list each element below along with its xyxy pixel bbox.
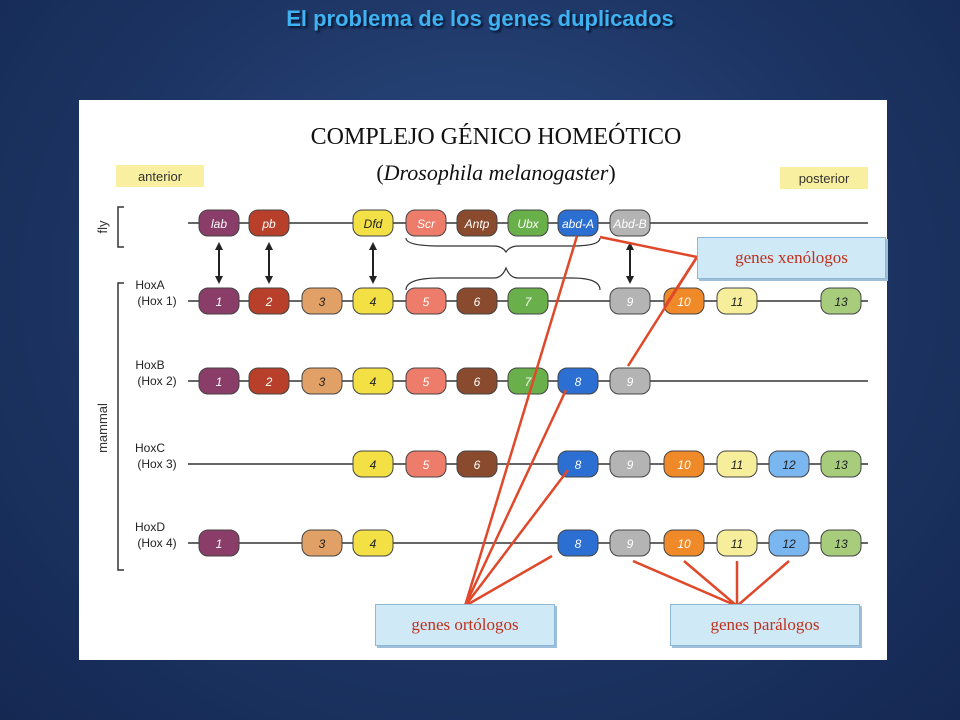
homology-arrow-down-2 — [265, 276, 273, 284]
gene-hoxc-8 — [557, 450, 599, 478]
xenologos-line-3 — [663, 256, 699, 307]
gene-hoxa-4 — [352, 287, 394, 315]
paralogos-line-2 — [683, 560, 738, 607]
fly-brace-top — [405, 237, 601, 254]
gene-hoxa-11 — [716, 287, 758, 315]
gene-hoxa-7 — [507, 287, 549, 315]
xenologos-line-1 — [599, 235, 698, 259]
cluster-alt-hoxc: (Hox 3) — [137, 457, 176, 471]
gene-hoxa-3 — [301, 287, 343, 315]
homology-arrow-down-4 — [626, 276, 634, 284]
gene-hoxd-10 — [663, 529, 705, 557]
paralogos-line-4 — [736, 560, 790, 607]
gene-hoxd-3 — [301, 529, 343, 557]
gene-hoxd-9 — [609, 529, 651, 557]
fly-gene-dfd — [352, 209, 394, 237]
cluster-name-hoxb: HoxB — [135, 358, 164, 372]
figure-subtitle: (Drosophila melanogaster) — [376, 160, 615, 185]
gene-hoxa-9 — [609, 287, 651, 315]
cluster-name-hoxd: HoxD — [135, 520, 165, 534]
gene-hoxb-3 — [301, 367, 343, 395]
fly-gene-antp — [456, 209, 498, 237]
callout-paralogos: genes parálogos — [670, 604, 860, 646]
homology-arrow-down-3 — [369, 276, 377, 284]
gene-hoxc-4 — [352, 450, 394, 478]
fly-label: fly — [95, 220, 110, 234]
gene-hoxd-4 — [352, 529, 394, 557]
cluster-alt-hoxa: (Hox 1) — [137, 294, 176, 308]
cluster-name-hoxc: HoxC — [135, 441, 165, 455]
gene-hoxb-6 — [456, 367, 498, 395]
fly-gene-abd-b — [609, 209, 651, 237]
ortologos-line-4 — [464, 554, 553, 608]
gene-hoxc-12 — [768, 450, 810, 478]
gene-hoxd-13 — [820, 529, 862, 557]
fly-gene-abd-a — [557, 209, 599, 237]
mammal-label: mammal — [95, 403, 110, 453]
gene-hoxb-5 — [405, 367, 447, 395]
gene-hoxa-5 — [405, 287, 447, 315]
homology-arrow-up-1 — [215, 242, 223, 250]
gene-hoxc-13 — [820, 450, 862, 478]
fly-gene-ubx — [507, 209, 549, 237]
fly-gene-pb — [248, 209, 290, 237]
paralogos-line-1 — [632, 559, 738, 608]
gene-hoxc-11 — [716, 450, 758, 478]
gene-hoxb-9 — [609, 367, 651, 395]
homology-arrow-up-2 — [265, 242, 273, 250]
gene-hoxc-5 — [405, 450, 447, 478]
ortologos-line-1 — [463, 235, 579, 607]
slide-title: El problema de los genes duplicados — [286, 6, 674, 31]
gene-hoxd-8 — [557, 529, 599, 557]
fly-bracket — [117, 206, 124, 248]
gene-hoxb-8 — [557, 367, 599, 395]
gene-hoxa-6 — [456, 287, 498, 315]
fly-gene-lab — [198, 209, 240, 237]
gene-hoxa-2 — [248, 287, 290, 315]
ortologos-line-2 — [463, 389, 568, 607]
gene-hoxc-9 — [609, 450, 651, 478]
cluster-alt-hoxd: (Hox 4) — [137, 536, 176, 550]
mammal-bracket — [117, 282, 124, 571]
gene-hoxb-1 — [198, 367, 240, 395]
anterior-tag-bg — [116, 165, 204, 187]
posterior-tag-bg — [780, 167, 868, 189]
fly-brace-bottom — [405, 266, 601, 291]
gene-hoxc-10 — [663, 450, 705, 478]
gene-hoxb-7 — [507, 367, 549, 395]
cluster-alt-hoxb: (Hox 2) — [137, 374, 176, 388]
gene-hoxa-13 — [820, 287, 862, 315]
gene-hoxd-1 — [198, 529, 240, 557]
homology-arrow-down-1 — [215, 276, 223, 284]
gene-hoxb-4 — [352, 367, 394, 395]
gene-hoxa-1 — [198, 287, 240, 315]
gene-hoxd-12 — [768, 529, 810, 557]
homology-arrow-up-3 — [369, 242, 377, 250]
ortologos-line-3 — [464, 469, 569, 607]
figure-title: COMPLEJO GÉNICO HOMEÓTICO — [311, 123, 682, 150]
cluster-name-hoxa: HoxA — [135, 278, 164, 292]
gene-hoxc-6 — [456, 450, 498, 478]
fly-gene-scr — [405, 209, 447, 237]
homology-arrow-up-4 — [626, 242, 634, 250]
callout-xenologos: genes xenólogos — [697, 237, 886, 279]
callout-ortologos: genes ortólogos — [375, 604, 555, 646]
gene-hoxd-11 — [716, 529, 758, 557]
gene-hoxb-2 — [248, 367, 290, 395]
